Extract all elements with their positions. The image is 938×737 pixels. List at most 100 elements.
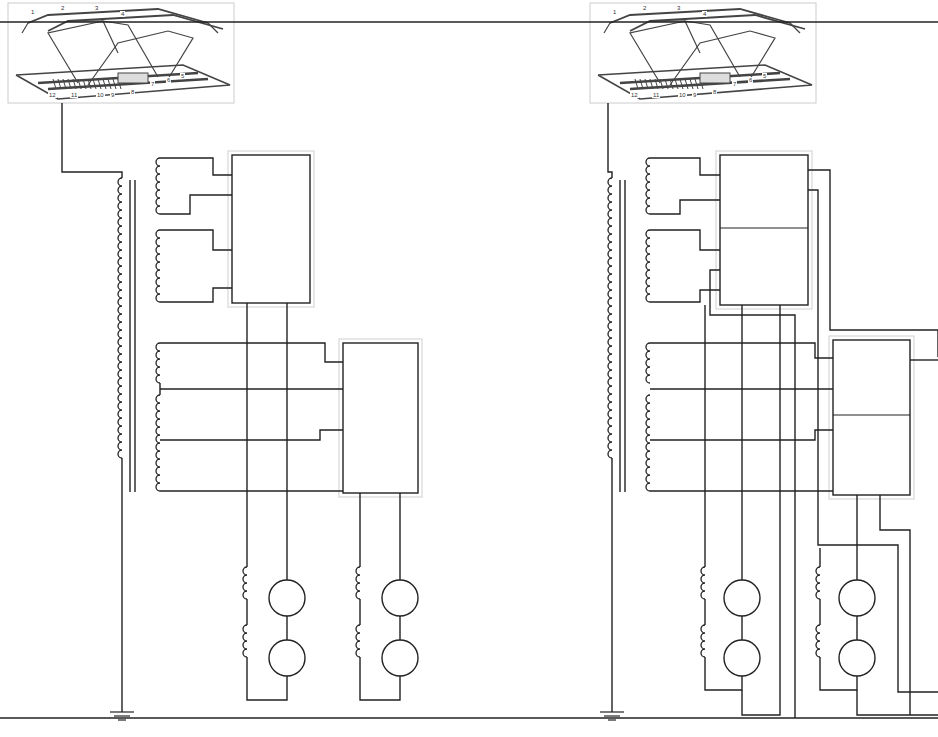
callout-number: 9 — [692, 92, 697, 98]
wire — [608, 103, 612, 178]
box-frame — [228, 151, 314, 307]
callout-number: 11 — [652, 92, 660, 98]
field-winding — [701, 625, 705, 657]
transformer-core — [134, 180, 135, 492]
secondary-winding — [156, 158, 160, 214]
wire — [246, 303, 247, 567]
ground-symbol — [118, 719, 126, 720]
callout-number: 12 — [630, 92, 639, 98]
box-frame — [716, 151, 812, 309]
box-frame — [829, 336, 914, 499]
callout-number: 12 — [48, 92, 57, 98]
primary-winding — [608, 178, 612, 458]
wire — [160, 288, 232, 302]
wire — [160, 158, 232, 175]
callout-number: 11 — [70, 92, 78, 98]
wire — [819, 599, 820, 625]
wire — [856, 495, 857, 580]
wire — [741, 616, 742, 640]
callout-number: 6 — [166, 77, 171, 83]
wire — [650, 230, 720, 250]
secondary-winding — [646, 158, 650, 214]
callout-number: 6 — [748, 77, 753, 83]
wire — [704, 305, 705, 567]
traction-motor — [269, 580, 305, 616]
callout-number: 5 — [762, 73, 767, 79]
wire — [856, 616, 857, 640]
ground-symbol — [608, 719, 616, 720]
callout-number: 2 — [642, 5, 647, 11]
wire — [399, 616, 400, 640]
wire — [160, 490, 343, 491]
field-winding — [701, 567, 705, 599]
field-winding — [356, 625, 360, 657]
field-winding — [243, 567, 247, 599]
secondary-winding — [646, 395, 650, 491]
traction-motor — [839, 580, 875, 616]
callout-number: 5 — [180, 73, 185, 79]
box-divider — [720, 227, 808, 228]
secondary-winding — [646, 343, 650, 383]
wire — [160, 343, 343, 362]
field-winding — [816, 625, 820, 657]
wire — [741, 305, 742, 580]
callout-number: 7 — [150, 81, 155, 87]
ground-symbol — [600, 711, 624, 712]
callout-number: 3 — [676, 5, 681, 11]
box-divider — [833, 414, 910, 415]
wire — [286, 616, 287, 640]
ground-symbol — [110, 711, 134, 712]
secondary-winding — [156, 230, 160, 302]
page-rule — [0, 717, 938, 718]
wire — [857, 690, 938, 715]
box-frame — [339, 339, 422, 497]
wire — [359, 493, 360, 567]
callout-number: 4 — [120, 11, 125, 17]
wire — [160, 195, 232, 214]
callout-number: 1 — [30, 9, 35, 15]
callout-number: 10 — [96, 92, 105, 98]
wire — [399, 493, 400, 580]
page-rule — [0, 21, 938, 22]
callout-number: 8 — [712, 89, 717, 95]
callout-number: 7 — [732, 81, 737, 87]
ground-symbol — [604, 715, 620, 716]
rectifier-box — [833, 340, 910, 495]
field-winding — [816, 567, 820, 599]
wire — [808, 190, 938, 692]
field-winding — [243, 625, 247, 657]
pantograph-illustration — [590, 3, 816, 103]
transformer-core — [624, 180, 625, 492]
callout-number: 1 — [612, 9, 617, 15]
rectifier-box — [720, 155, 808, 305]
wire — [742, 305, 780, 715]
wire — [246, 599, 247, 625]
wire — [160, 388, 343, 389]
field-winding — [356, 567, 360, 599]
traction-motor — [382, 580, 418, 616]
rectifier-box — [343, 343, 418, 493]
wire — [880, 495, 910, 715]
secondary-winding — [646, 230, 650, 302]
wire — [611, 458, 612, 712]
wire — [910, 359, 938, 360]
secondary-winding — [156, 395, 160, 491]
callout-number: 10 — [678, 92, 687, 98]
wire — [704, 599, 705, 625]
wire — [359, 599, 360, 625]
wire — [820, 657, 857, 690]
callout-number: 2 — [60, 5, 65, 11]
pantograph-illustration — [8, 3, 234, 103]
traction-motor — [724, 580, 760, 616]
secondary-winding — [156, 343, 160, 383]
callout-number: 9 — [110, 92, 115, 98]
wire — [819, 548, 820, 567]
rectifier-box — [232, 155, 310, 303]
wire — [160, 230, 232, 250]
transformer-core — [129, 180, 130, 492]
wire — [650, 158, 720, 175]
wire — [705, 657, 742, 690]
wire — [808, 170, 938, 357]
